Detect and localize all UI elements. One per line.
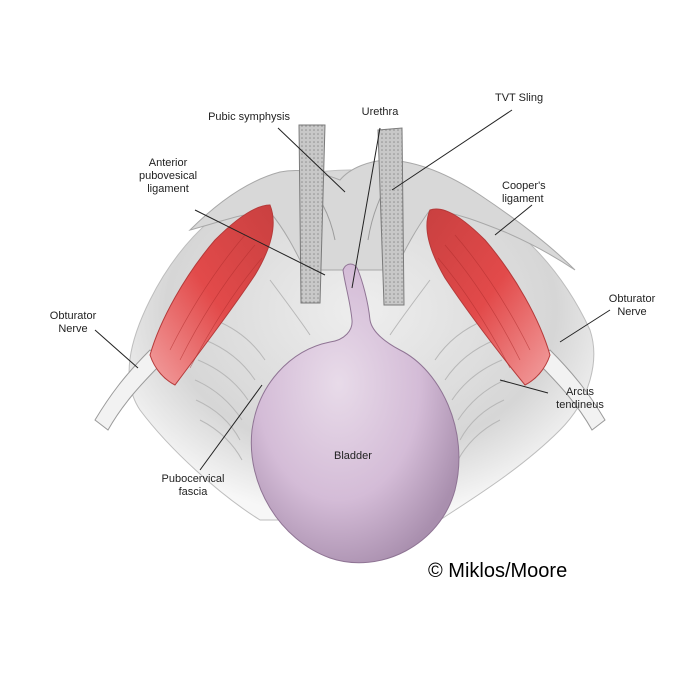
label-urethra: Urethra	[361, 106, 399, 118]
label-pubocervical-fascia: Pubocervical fascia	[161, 473, 225, 498]
muscle-right	[426, 208, 551, 386]
label-anterior-pubovesical-ligament: Anterior pubovesical ligament	[138, 157, 198, 195]
muscle-left	[149, 204, 274, 386]
label-obturator-nerve-right: Obturator Nerve	[608, 293, 656, 318]
pubocervical-fascia	[194, 279, 506, 461]
tvt-sling	[298, 124, 405, 306]
label-pubic-symphysis: Pubic symphysis	[208, 111, 290, 123]
label-tvt-sling: TVT Sling	[495, 92, 544, 104]
label-coopers-ligament: Cooper's ligament	[502, 180, 546, 205]
copyright-credit: © Miklos/Moore	[428, 560, 568, 582]
bladder-shape	[250, 263, 460, 564]
label-obturator-nerve-left: Obturator Nerve	[49, 310, 97, 335]
label-arcus-tendineus: Arcus tendineus	[556, 386, 604, 411]
label-bladder: Bladder	[334, 450, 372, 462]
leader-lines	[94, 109, 611, 471]
